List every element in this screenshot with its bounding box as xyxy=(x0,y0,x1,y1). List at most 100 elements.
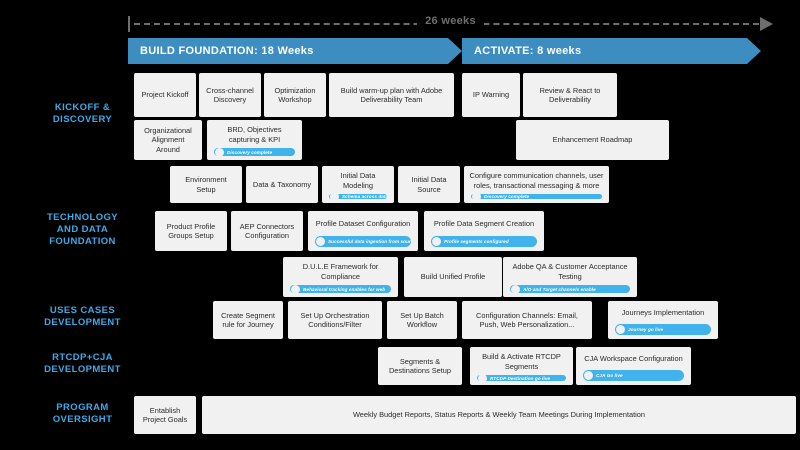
timeline-axis: 26 weeks xyxy=(128,14,773,34)
lane-label-technology-data-foundation: TECHNOLOGY AND DATA FOUNDATION xyxy=(30,212,135,248)
lane-label-line: DISCOVERY xyxy=(52,114,113,125)
task-card[interactable]: Environment Setup xyxy=(170,166,242,203)
phase-bar-build-foundation[interactable]: BUILD FOUNDATION: 18 Weeks xyxy=(128,38,462,64)
milestone-dot-icon xyxy=(432,237,441,246)
task-card-title: Journeys Implementation xyxy=(621,308,705,318)
milestone-badge-label: RTCDP Destination go live xyxy=(490,375,551,381)
lane-label-kickoff-discovery: KICKOFF & DISCOVERY xyxy=(30,102,135,126)
task-card[interactable]: AEP Connectors Configuration xyxy=(231,211,303,251)
timeline-duration-label: 26 weeks xyxy=(128,15,773,27)
task-card[interactable]: Build Unified Profile xyxy=(404,257,502,297)
task-card-title: Project Kickoff xyxy=(141,90,189,100)
task-card[interactable]: Cross-channel Discovery xyxy=(199,73,261,117)
milestone-badge-label: Discovery complete xyxy=(484,194,530,199)
lane-label-rtcdp-cja-development: RTCDP+CJA DEVELOPMENT xyxy=(30,352,135,376)
milestone-badge: Schema across data xyxy=(329,194,387,199)
task-card-title: CJA Workspace Configuration xyxy=(584,354,683,364)
task-card[interactable]: Product Profile Groups Setup xyxy=(155,211,227,251)
lane-label-line: OVERSIGHT xyxy=(52,414,113,425)
milestone-badge: A/O and Target channels enable xyxy=(510,285,630,293)
phase-bar-activate-label: ACTIVATE: 8 weeks xyxy=(474,45,582,57)
milestone-dot-icon xyxy=(472,194,481,199)
milestone-dot-icon xyxy=(330,194,339,199)
milestone-dot-icon xyxy=(616,325,625,334)
milestone-dot-icon xyxy=(478,375,487,381)
task-card[interactable]: Configuration Channels: Email, Push, Web… xyxy=(462,301,592,339)
task-card[interactable]: Build warm-up plan with Adobe Deliverabi… xyxy=(329,73,454,117)
task-card-title: Profile Data Segment Creation xyxy=(433,219,535,229)
task-card[interactable]: Optimization Workshop xyxy=(264,73,326,117)
task-card[interactable]: Organizational Alignment Around xyxy=(134,120,202,160)
lane-label-line: DEVELOPMENT xyxy=(44,317,121,328)
task-card-title: Environment Setup xyxy=(185,175,227,194)
task-card-title: Optimization Workshop xyxy=(274,85,316,105)
task-card[interactable]: Initial Data Source xyxy=(398,166,460,203)
phase-bar-build-foundation-label: BUILD FOUNDATION: 18 Weeks xyxy=(140,45,314,57)
task-card-title: IP Warning xyxy=(472,90,510,100)
milestone-badge-label: A/O and Target channels enable xyxy=(523,286,596,292)
task-card-title: Configure communication channels, user r… xyxy=(469,171,604,190)
lane-label-line: KICKOFF & xyxy=(54,102,111,113)
task-card-title: Product Profile Groups Setup xyxy=(166,221,216,241)
lane-label-line: USES CASES xyxy=(49,305,116,316)
task-card[interactable]: IP Warning xyxy=(462,73,520,117)
milestone-badge-label: Discovery complete xyxy=(227,149,273,155)
task-card[interactable]: Create Segment rule for Journey xyxy=(213,301,283,339)
milestone-dot-icon xyxy=(316,237,325,246)
lane-label-line: AND DATA xyxy=(56,224,109,235)
task-card-title: Entablish Project Goals xyxy=(142,405,188,425)
phase-bar-activate[interactable]: ACTIVATE: 8 weeks xyxy=(462,38,761,64)
milestone-badge-label: Behavioral tracking enables for web xyxy=(303,286,386,292)
task-card-title: Data & Taxonomy xyxy=(252,179,312,189)
lane-label-line: TECHNOLOGY xyxy=(46,212,119,223)
timeline-arrow-icon xyxy=(760,17,773,31)
lane-label-line: DEVELOPMENT xyxy=(44,364,121,375)
task-card[interactable]: Set Up Batch Workflow xyxy=(387,301,457,339)
lane-label-program-oversight: PROGRAM OVERSIGHT xyxy=(30,402,135,426)
task-card-title: Organizational Alignment Around xyxy=(144,125,192,154)
lane-label-line: FOUNDATION xyxy=(49,236,116,247)
milestone-badge: CJA Go live xyxy=(583,370,684,381)
milestone-badge: Successful data ingestion from sources xyxy=(315,236,411,247)
milestone-dot-icon xyxy=(584,371,593,380)
task-card[interactable]: Review & React to Deliverability xyxy=(523,73,617,117)
milestone-badge: Discovery complete xyxy=(214,148,295,156)
milestone-badge-label: CJA Go live xyxy=(596,373,623,378)
task-card-title: Initial Data Modeling xyxy=(340,171,376,190)
task-card[interactable]: Segments & Destinations Setup xyxy=(378,347,462,385)
task-card[interactable]: Configure communication channels, user r… xyxy=(464,166,609,203)
milestone-badge: Journey go live xyxy=(615,324,711,335)
lane-label-line: RTCDP+CJA xyxy=(52,352,113,363)
milestone-badge-label: Journey go live xyxy=(628,327,664,332)
task-card[interactable]: Set Up Orchestration Conditions/Filter xyxy=(288,301,382,339)
task-card-title: Segments & Destinations Setup xyxy=(388,356,452,376)
task-card-title: Set Up Orchestration Conditions/Filter xyxy=(300,310,370,330)
task-card-title: Initial Data Source xyxy=(411,175,447,194)
task-card-title: Cross-channel Discovery xyxy=(206,85,254,105)
task-card-title: Build warm-up plan with Adobe Deliverabi… xyxy=(340,85,443,105)
task-card-title: Set Up Batch Workflow xyxy=(400,310,444,330)
task-card-title: Create Segment rule for Journey xyxy=(221,310,275,330)
task-card-title: D.U.L.E Framework for Compliance xyxy=(302,262,379,281)
task-card-title: Adobe QA & Customer Acceptance Testing xyxy=(512,262,628,281)
task-card[interactable]: Enhancement Roadmap xyxy=(516,120,669,160)
task-card[interactable]: Project Kickoff xyxy=(134,73,196,117)
lane-label-line: PROGRAM xyxy=(56,402,109,413)
task-card[interactable]: Entablish Project Goals xyxy=(134,396,196,434)
task-card[interactable]: Weekly Budget Reports, Status Reports & … xyxy=(202,396,796,434)
task-card-title: Build Unified Profile xyxy=(420,272,486,282)
task-card-title: Review & React to Deliverability xyxy=(539,85,601,105)
task-card-title: Enhancement Roadmap xyxy=(552,135,633,145)
milestone-badge-label: Schema across data xyxy=(342,194,387,199)
task-card[interactable]: Data & Taxonomy xyxy=(246,166,318,203)
